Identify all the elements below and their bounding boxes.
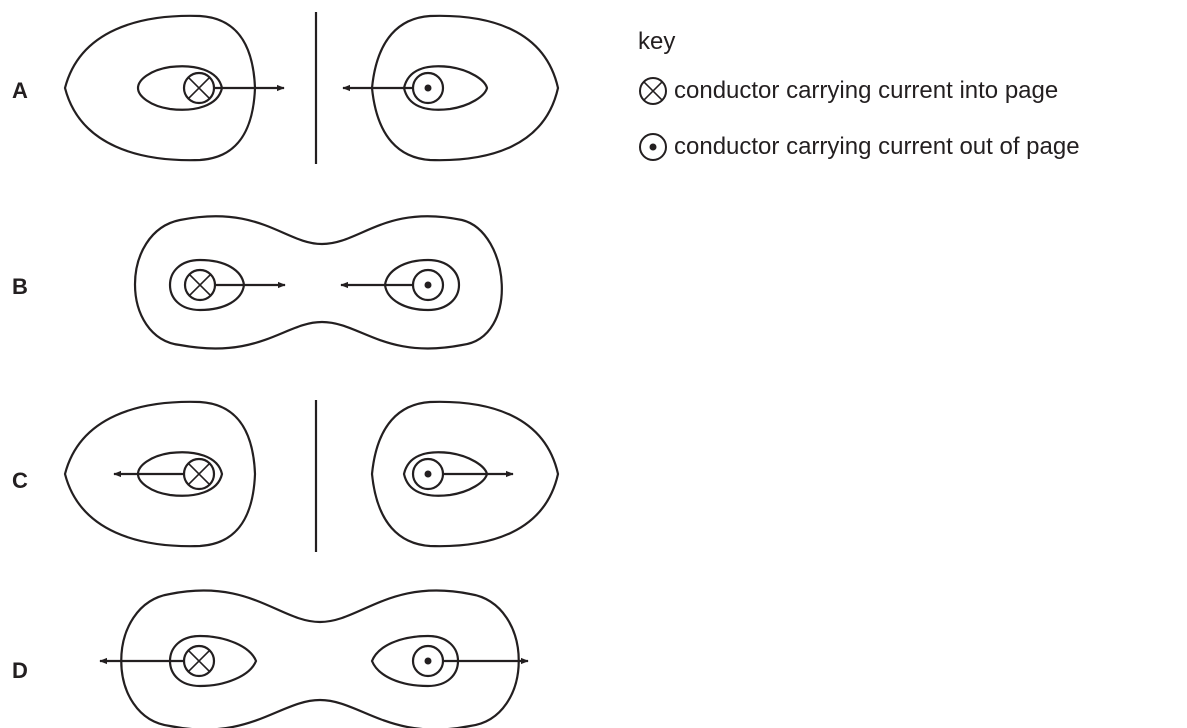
option-d-right-inner-field bbox=[370, 634, 460, 688]
option-d-left-inner-field bbox=[168, 634, 258, 688]
option-b-into-page-cross bbox=[188, 273, 212, 297]
option-b-diagram bbox=[133, 215, 503, 350]
option-c-right-outer-field bbox=[370, 400, 560, 548]
key-row-out-of-page: conductor carrying current out of page bbox=[638, 132, 1080, 162]
option-a-into-page-cross bbox=[187, 76, 211, 100]
key-row-into-page: conductor carrying current into page bbox=[638, 76, 1058, 106]
option-a-label: A bbox=[12, 78, 28, 103]
option-c-into-page-cross bbox=[187, 462, 211, 486]
option-d-out-of-page-dot bbox=[424, 657, 432, 665]
option-c-right-inner-field bbox=[402, 451, 489, 497]
option-b-out-of-page-dot bbox=[424, 281, 432, 289]
option-b-label: B bbox=[12, 274, 28, 299]
option-a-left-inner-field bbox=[136, 65, 224, 111]
key-into-page-text: conductor carrying current into page bbox=[674, 77, 1059, 104]
option-b-right-inner-field bbox=[383, 258, 461, 312]
option-a-right-inner-field bbox=[402, 65, 489, 111]
option-c-out-of-page-dot bbox=[424, 470, 432, 478]
option-b-enclosing-field bbox=[133, 215, 503, 350]
key-out-of-page-text: conductor carrying current out of page bbox=[674, 133, 1080, 160]
option-c-diagram bbox=[63, 400, 560, 552]
option-c-left-outer-field bbox=[63, 400, 257, 548]
option-c-left-inner-field bbox=[136, 451, 224, 497]
option-c-label: C bbox=[12, 468, 28, 493]
option-a-left-outer-field bbox=[63, 14, 257, 162]
option-b-left-inner-field bbox=[168, 258, 246, 312]
circle-cross-icon bbox=[639, 77, 667, 105]
option-d-label: D bbox=[12, 658, 28, 683]
key-title: key bbox=[638, 28, 676, 55]
option-d-diagram bbox=[99, 589, 529, 728]
option-a-out-of-page-dot bbox=[424, 84, 432, 92]
option-a-right-outer-field bbox=[370, 14, 560, 162]
option-a-diagram bbox=[63, 12, 560, 164]
circle-dot-icon bbox=[639, 133, 667, 161]
option-d-enclosing-field bbox=[120, 589, 520, 728]
option-d-into-page-cross bbox=[187, 649, 211, 673]
